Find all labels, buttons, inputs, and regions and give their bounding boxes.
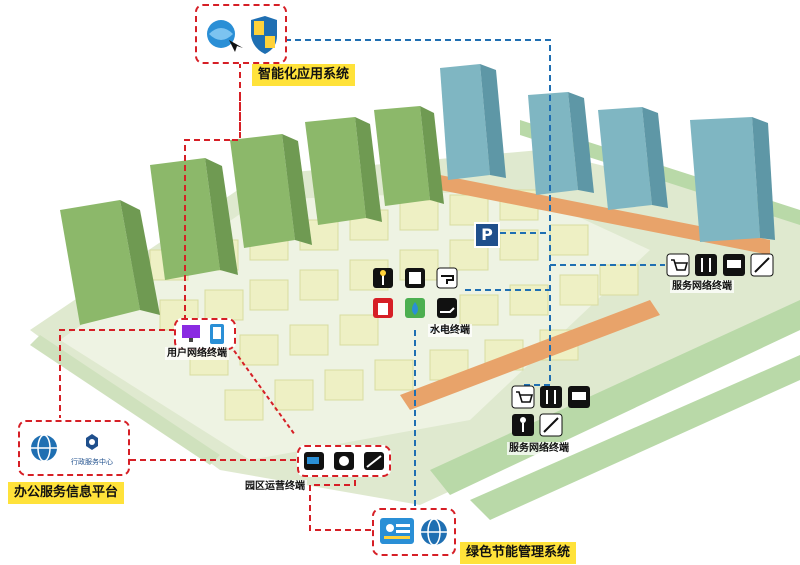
water-drop-icon [405,298,425,318]
office-platform-icon-box: 行政服务中心 [18,420,130,476]
barrier-gate-icon [364,452,384,470]
globe-cursor-icon [207,20,243,52]
hand-icon [437,298,457,318]
service-terminal-center-label: 服务网络终端 [507,442,571,455]
monitor-icon [182,325,200,342]
service-terminal-center-icons [510,384,594,440]
access-card-icon [334,452,354,470]
dashboard-icon [380,518,414,544]
person-icon [512,414,534,436]
park-terminal-label: 园区运营终端 [243,480,307,493]
service-terminal-right-icons [665,252,777,278]
cart-icon [666,253,690,277]
hydrant-icon [373,298,393,318]
smart-app-icon-box [195,4,287,64]
dining-icon [695,254,717,276]
user-terminal-icon-box [174,318,236,350]
green-energy-icon-box [372,508,456,556]
dining-icon [540,386,562,408]
user-terminal-label: 用户网络终端 [165,347,229,360]
cart-icon [511,385,535,409]
camera-icon [304,452,324,470]
green-energy-label: 绿色节能管理系统 [460,542,577,564]
fitness-icon [539,413,563,437]
admin-center-logo: 行政服务中心 [71,434,113,466]
laptop-icon [568,386,590,408]
laptop-icon [723,254,745,276]
tap-icon [436,267,458,289]
street-lamp-icon [373,268,393,288]
phone-icon [210,324,224,344]
shield-icon [251,16,277,54]
fitness-icon [750,253,774,277]
globe-icon [421,518,447,546]
smart-app-label: 智能化应用系统 [252,64,356,86]
service-terminal-right-label: 服务网络终端 [670,280,734,293]
parking-sign: P [474,222,500,248]
office-platform-label: 办公服务信息平台 [8,482,125,504]
water-power-icon-group [371,266,465,324]
globe-icon [31,434,57,462]
meter-icon [405,268,425,288]
water-power-terminal-label: 水电终端 [428,324,472,337]
park-terminal-icon-box [297,445,391,477]
svg-text:行政服务中心: 行政服务中心 [71,457,113,466]
